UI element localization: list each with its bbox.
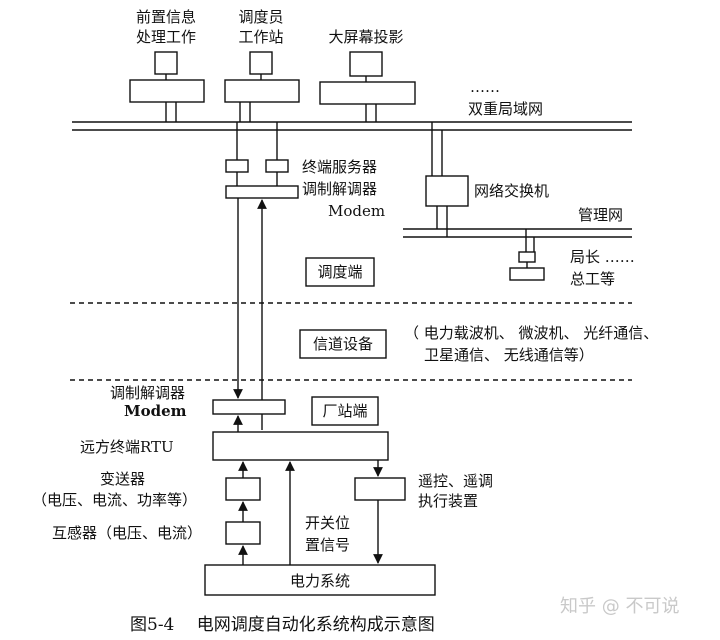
power-system-label: 电力系统 xyxy=(290,572,350,590)
plant-modem-box xyxy=(212,399,286,415)
terminal-server-label: 终端服务器 xyxy=(302,158,377,176)
big-screen-box xyxy=(319,81,416,105)
network-switch-label: 网络交换机 xyxy=(474,182,549,200)
terminal-server-box-left xyxy=(225,159,249,173)
watermark: 知乎 @ 不可说 xyxy=(560,596,679,617)
power-system-box xyxy=(204,564,436,596)
terminal-server-box-right xyxy=(265,159,289,173)
dispatch-modem-box xyxy=(225,185,299,199)
remote-control-box xyxy=(354,477,406,501)
transmitter-box xyxy=(225,477,261,501)
director-label-2: 总工等 xyxy=(570,270,615,288)
dispatch-modem-label-1: 调制解调器 xyxy=(302,180,377,198)
remote-control-label-1: 遥控、遥调 xyxy=(418,472,493,490)
director-label-1: 局长 …… xyxy=(570,248,635,266)
management-net-label: 管理网 xyxy=(578,206,623,224)
front-processing-label-1: 前置信息 xyxy=(136,8,196,26)
rtu-label: 远方终端RTU xyxy=(80,438,174,456)
switch-signal-label-1: 开关位 xyxy=(305,514,350,532)
transformer-label: 互感器（电压、电流） xyxy=(52,524,202,542)
plant-modem-label-2: Modem xyxy=(124,402,187,420)
channel-equipment-label: 信道设备 xyxy=(313,335,373,353)
big-screen-label: 大屏幕投影 xyxy=(328,28,403,46)
dispatcher-monitor xyxy=(249,51,273,75)
dispatch-end-label: 调度端 xyxy=(317,263,362,281)
front-processing-box xyxy=(129,79,205,103)
dispatcher-box xyxy=(224,79,300,103)
big-screen-monitor xyxy=(349,51,383,77)
dispatch-end-box xyxy=(305,257,375,287)
ellipsis-top: …… xyxy=(470,78,500,96)
plant-station-label: 厂站端 xyxy=(322,402,367,420)
dispatcher-label-1: 调度员 xyxy=(238,8,283,26)
director-monitor xyxy=(518,251,536,263)
transformer-box xyxy=(225,521,261,545)
channel-equipment-box xyxy=(299,329,387,359)
plant-modem-label-1: 调制解调器 xyxy=(110,384,185,402)
network-switch-box xyxy=(425,175,469,207)
figure-caption: 图5-4 电网调度自动化系统构成示意图 xyxy=(130,615,435,635)
channel-note-line-1: （ 电力载波机、 微波机、 光纤通信、 xyxy=(404,324,658,342)
remote-control-label-2: 执行装置 xyxy=(418,492,478,510)
dual-lan-label: 双重局域网 xyxy=(468,100,543,118)
dispatcher-label-2: 工作站 xyxy=(238,28,283,46)
transmitter-label-1: 变送器 xyxy=(100,470,145,488)
front-processing-monitor xyxy=(154,51,178,75)
director-box xyxy=(509,267,545,281)
rtu-box xyxy=(212,431,389,461)
channel-note-line-2: 卫星通信、 无线通信等） xyxy=(424,346,594,364)
dispatch-modem-label-2: Modem xyxy=(328,202,385,220)
plant-station-box xyxy=(311,396,379,426)
front-processing-label-2: 处理工作 xyxy=(136,28,196,46)
switch-signal-label-2: 置信号 xyxy=(305,536,350,554)
transmitter-label-2: （电压、电流、功率等） xyxy=(32,491,197,509)
